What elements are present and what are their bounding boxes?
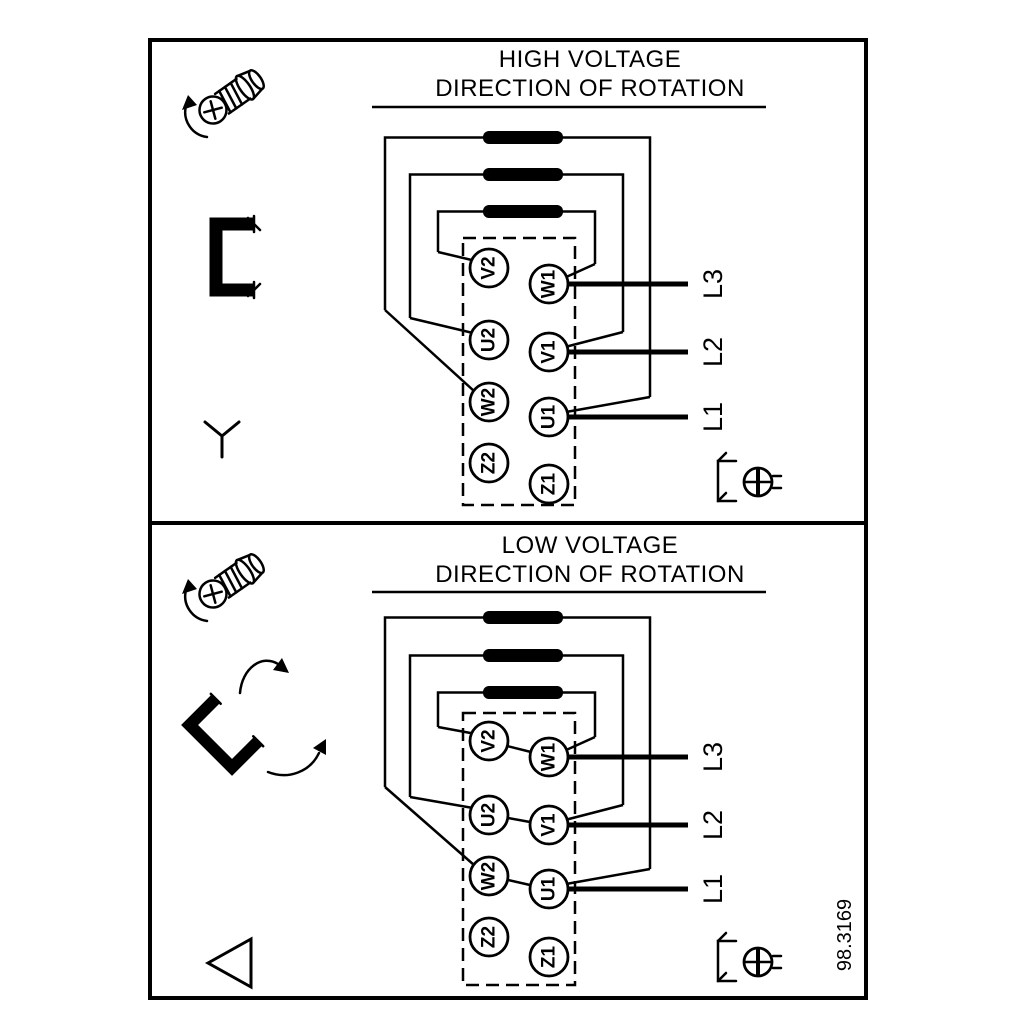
terminal-box xyxy=(461,236,577,507)
panel-high-voltage: HIGH VOLTAGE DIRECTION OF ROTATION xyxy=(148,38,868,525)
supply-lines: L3 L2 L1 xyxy=(568,269,728,432)
panel-title-line1: HIGH VOLTAGE xyxy=(499,46,681,73)
terminal-v1: V1 xyxy=(528,331,570,373)
terminal-label: Z1 xyxy=(539,945,560,968)
terminal-u2: U2 xyxy=(468,794,510,836)
terminal-label: W1 xyxy=(539,269,560,298)
supply-line-label-l3: L3 xyxy=(698,742,728,772)
jumper-bar xyxy=(483,131,563,144)
supply-line-label-l2: L2 xyxy=(698,810,728,840)
jumper-bar xyxy=(483,611,563,624)
panel-title-line1: LOW VOLTAGE xyxy=(502,532,679,559)
terminal-label: Z2 xyxy=(479,926,500,948)
terminal-z1: Z1 xyxy=(528,463,570,505)
terminal-z1: Z1 xyxy=(528,936,570,978)
terminal-label: V2 xyxy=(479,729,500,752)
terminal-u1: U1 xyxy=(528,868,570,910)
terminal-u2: U2 xyxy=(468,319,510,361)
jumper-link-move-icon xyxy=(181,658,326,777)
terminal-label: W2 xyxy=(479,388,500,417)
jumper-bar xyxy=(483,686,563,699)
supply-lines: L3 L2 L1 xyxy=(568,742,728,904)
terminal-label: V1 xyxy=(539,813,560,837)
jumper-bar xyxy=(483,168,563,181)
star-symbol-icon xyxy=(203,420,241,459)
panel-title-line2: DIRECTION OF ROTATION xyxy=(435,561,745,588)
terminal-w1: W1 xyxy=(528,263,570,305)
terminal-box xyxy=(461,711,577,987)
delta-symbol-icon xyxy=(204,936,253,990)
jumper-bar xyxy=(483,205,563,218)
supply-line-label-l2: L2 xyxy=(698,337,728,367)
terminal-z2: Z2 xyxy=(468,442,510,484)
ground-screw-icon xyxy=(716,931,783,983)
terminal-label: W2 xyxy=(479,862,500,891)
terminal-label: Z1 xyxy=(539,472,560,495)
terminal-w2: W2 xyxy=(468,855,510,897)
terminal-w2: W2 xyxy=(468,381,510,423)
terminal-label: W1 xyxy=(539,742,560,771)
terminal-label: Z2 xyxy=(479,452,500,474)
panel-border xyxy=(148,521,868,1000)
screw-rotation-icon xyxy=(180,548,270,623)
terminal-w1: W1 xyxy=(528,736,570,778)
terminal-label: V1 xyxy=(539,340,560,364)
panel-low-voltage: LOW VOLTAGE DIRECTION OF ROTATION xyxy=(148,521,868,1000)
terminal-z2: Z2 xyxy=(468,916,510,958)
terminal-v1: V1 xyxy=(528,804,570,846)
terminal-label: V2 xyxy=(479,256,500,279)
terminal-label: U1 xyxy=(539,404,560,429)
jumper-bar xyxy=(483,649,563,662)
ground-screw-icon xyxy=(716,451,783,503)
terminal-label: U1 xyxy=(539,876,560,901)
terminal-u1: U1 xyxy=(528,396,570,438)
jumper-link-icon xyxy=(209,214,262,300)
supply-line-label-l1: L1 xyxy=(698,402,728,432)
supply-line-label-l3: L3 xyxy=(698,269,728,299)
terminal-v2: V2 xyxy=(468,247,510,289)
figure-number: 98.3169 xyxy=(834,899,856,971)
terminal-v2: V2 xyxy=(468,720,510,762)
panel-title-line2: DIRECTION OF ROTATION xyxy=(435,75,745,102)
terminal-label: U2 xyxy=(479,328,500,352)
screw-rotation-icon xyxy=(180,64,270,139)
panel-border xyxy=(148,38,868,525)
supply-line-label-l1: L1 xyxy=(698,874,728,904)
terminal-label: U2 xyxy=(479,803,500,827)
